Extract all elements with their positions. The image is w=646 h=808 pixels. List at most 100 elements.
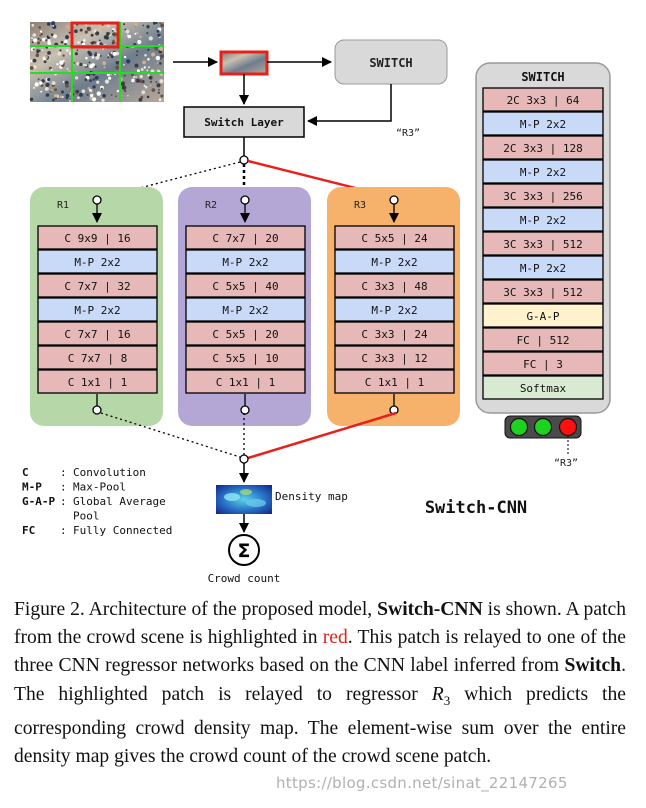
legend-sep: : bbox=[60, 466, 67, 479]
switch-layer-label: M-P 2x2 bbox=[520, 118, 566, 131]
legend-value: Pool bbox=[73, 510, 100, 523]
output-light-r3 bbox=[558, 417, 578, 437]
layer-block bbox=[185, 321, 306, 346]
switch-layer-label: 2C 3x3 | 128 bbox=[503, 142, 582, 155]
layer-label: C 7x7 | 16 bbox=[64, 328, 130, 341]
legend-value: Convolution bbox=[73, 466, 146, 479]
layer-block bbox=[185, 297, 306, 322]
layer-block bbox=[37, 249, 158, 274]
layer-block bbox=[185, 225, 306, 250]
regressor-label: R2 bbox=[205, 200, 217, 211]
switch-layer-label: FC | 3 bbox=[523, 358, 563, 371]
layer-label: C 9x9 | 16 bbox=[64, 232, 130, 245]
switch-layer-label: Softmax bbox=[520, 382, 567, 395]
layer-label: C 3x3 | 48 bbox=[361, 280, 427, 293]
switch-layer-box bbox=[183, 106, 305, 138]
layer-label: C 7x7 | 8 bbox=[68, 352, 128, 365]
layer-block bbox=[334, 321, 455, 346]
layer-label: C 7x7 | 32 bbox=[64, 280, 130, 293]
layer-label: C 5x5 | 10 bbox=[212, 352, 278, 365]
layer-block bbox=[334, 225, 455, 250]
density-map-label: Density map bbox=[275, 490, 348, 503]
switch-layer-block bbox=[482, 111, 604, 136]
layer-label: C 5x5 | 20 bbox=[212, 328, 278, 341]
switch-layer-label: M-P 2x2 bbox=[520, 214, 566, 227]
regressor-label: R3 bbox=[354, 200, 366, 211]
layer-block bbox=[334, 273, 455, 298]
layer-block bbox=[37, 369, 158, 394]
layer-block bbox=[185, 273, 306, 298]
layer-block bbox=[185, 249, 306, 274]
switch-layer-label: 3C 3x3 | 512 bbox=[503, 286, 582, 299]
layer-label: C 3x3 | 24 bbox=[361, 328, 428, 341]
switch-layer-label: Switch Layer bbox=[204, 116, 284, 129]
layer-block bbox=[37, 345, 158, 370]
layer-label: C 1x1 | 1 bbox=[68, 376, 128, 389]
regressor-label: R1 bbox=[57, 200, 69, 211]
architecture-diagram: SWITCH “R3” Switch Layer R1 C 9x9 | 16 M-P… bbox=[22, 21, 611, 585]
legend-value: Global Average bbox=[73, 495, 166, 508]
patch-image bbox=[219, 50, 269, 76]
switch-layer-block bbox=[482, 255, 604, 280]
regressor-column-r1: R1 C 9x9 | 16 M-P 2x2 C 7x7 | 32 M-P 2x2 C 7x… bbox=[30, 187, 163, 426]
switch-layer-block bbox=[482, 303, 604, 328]
switch-layer-block bbox=[482, 375, 604, 400]
legend-key: G-A-P bbox=[22, 495, 55, 508]
switch-layer-label: M-P 2x2 bbox=[520, 166, 566, 179]
switch-layer-block bbox=[482, 231, 604, 256]
switch-layer-block bbox=[482, 135, 604, 160]
switch-layer-block bbox=[482, 327, 604, 352]
switch-layer-block bbox=[482, 351, 604, 376]
switch-layer-block bbox=[482, 159, 604, 184]
layer-label: M-P 2x2 bbox=[222, 256, 268, 269]
layer-label: C 1x1 | 1 bbox=[365, 376, 425, 389]
switch-r3-label: “R3” bbox=[554, 458, 578, 469]
switch-network-title: SWITCH bbox=[521, 70, 564, 84]
switch-layer-block bbox=[482, 183, 604, 208]
model-name: Switch-CNN bbox=[425, 498, 527, 518]
layer-block bbox=[37, 297, 158, 322]
switch-layer-label: FC | 512 bbox=[517, 334, 570, 347]
output-light-r1 bbox=[509, 417, 529, 437]
legend-sep: : bbox=[60, 481, 67, 494]
layer-block bbox=[37, 273, 158, 298]
switch-layer-block bbox=[482, 87, 604, 112]
layer-label: C 1x1 | 1 bbox=[216, 376, 276, 389]
legend-sep: : bbox=[60, 524, 67, 537]
layer-block bbox=[334, 345, 455, 370]
legend-sep: : bbox=[60, 495, 67, 508]
classifier-output-indicator bbox=[504, 415, 582, 439]
switch-layer-block bbox=[482, 279, 604, 304]
layer-label: C 7x7 | 20 bbox=[212, 232, 278, 245]
legend-key: M-P bbox=[22, 481, 42, 494]
layer-label: M-P 2x2 bbox=[74, 256, 120, 269]
legend-value: Max-Pool bbox=[73, 481, 126, 494]
layer-label: M-P 2x2 bbox=[371, 304, 417, 317]
figure-caption: Figure 2. Architecture of the proposed m… bbox=[14, 599, 626, 767]
crowd-count-label: Crowd count bbox=[208, 572, 281, 585]
layer-label: C 5x5 | 40 bbox=[212, 280, 278, 293]
sum-symbol: Σ bbox=[238, 540, 251, 562]
switch-layer-label: M-P 2x2 bbox=[520, 262, 566, 275]
top-r3-label: “R3” bbox=[396, 128, 420, 139]
highlighted-patch bbox=[70, 21, 120, 49]
density-map-image bbox=[216, 485, 272, 514]
layer-label: M-P 2x2 bbox=[371, 256, 417, 269]
layer-block bbox=[334, 297, 455, 322]
layer-label: C 5x5 | 24 bbox=[361, 232, 428, 245]
regressor-column-r3: R3 C 5x5 | 24 M-P 2x2 C 3x3 | 48 M-P 2x2 C 3x… bbox=[327, 187, 460, 426]
legend-key: C bbox=[22, 466, 29, 479]
layer-label: M-P 2x2 bbox=[74, 304, 120, 317]
layer-block bbox=[185, 369, 306, 394]
switch-layer-label: 3C 3x3 | 256 bbox=[503, 190, 582, 203]
layer-block bbox=[37, 321, 158, 346]
legend-value: Fully Connected bbox=[73, 524, 172, 537]
output-light-r2 bbox=[533, 417, 553, 437]
regressor-column-r2: R2 C 7x7 | 20 M-P 2x2 C 5x5 | 40 M-P 2x2 C 5x… bbox=[178, 187, 311, 426]
watermark: https://blog.csdn.net/sinat_22147265 bbox=[276, 774, 568, 792]
layer-block bbox=[37, 225, 158, 250]
layer-block bbox=[185, 345, 306, 370]
layer-label: M-P 2x2 bbox=[222, 304, 268, 317]
legend-key: FC bbox=[22, 524, 35, 537]
